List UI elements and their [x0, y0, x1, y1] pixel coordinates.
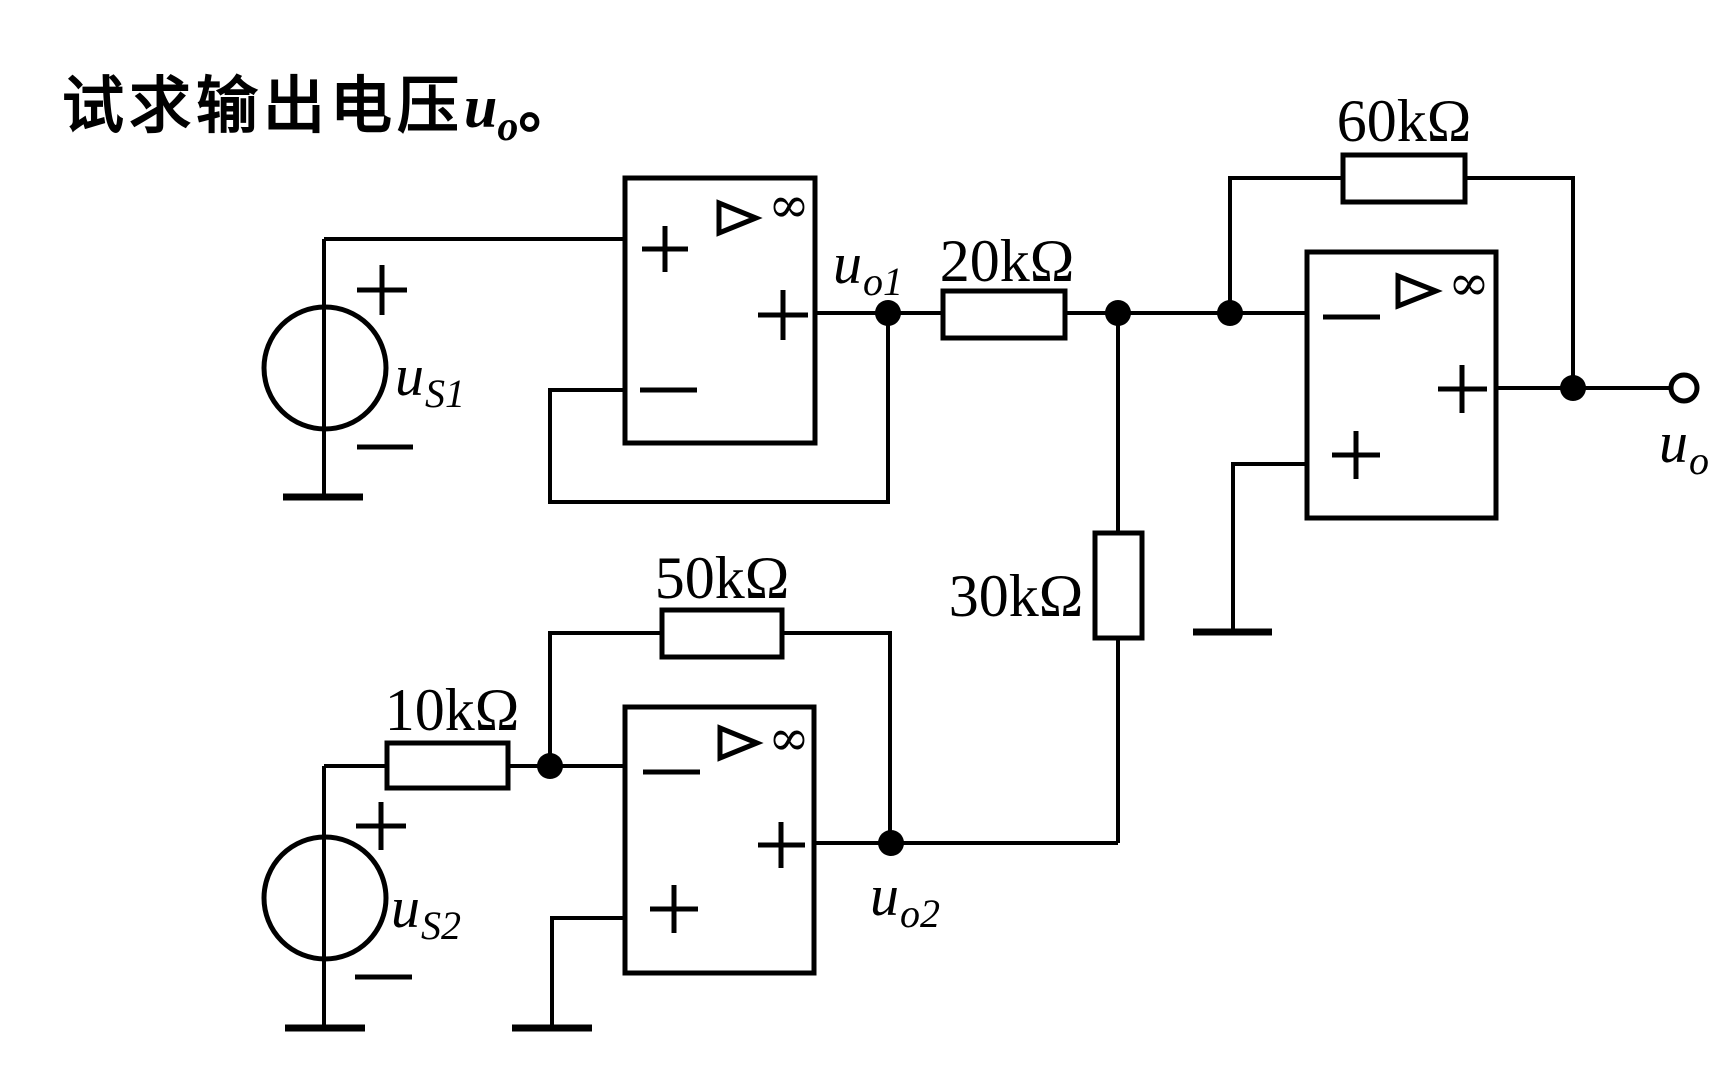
- opamp-3-triangle-icon: [717, 724, 764, 762]
- resistor-50k: [659, 607, 785, 660]
- source-us2-circle: [261, 834, 389, 962]
- opamp-1: ∞: [622, 175, 818, 446]
- source-us1: [261, 265, 413, 450]
- resistor-60k: [1340, 152, 1468, 205]
- opamp-3-output-plus: [758, 822, 805, 868]
- page-title: 试求输出电压uo。: [62, 74, 582, 149]
- opamp-3-body: [622, 704, 817, 976]
- wire-opamp1-feedback: [548, 313, 890, 504]
- title-text: 试求输出电压: [62, 72, 465, 141]
- label-uo2: uo2: [870, 863, 940, 936]
- opamp-3-infinity-gain: ∞: [768, 709, 810, 767]
- label-resistor-50k: 50kΩ: [654, 545, 790, 611]
- wire-opamp2-feedback: [1228, 176, 1575, 388]
- opamp-1-output-plus: [758, 290, 808, 340]
- node-output-feedback-dot: [1560, 375, 1586, 401]
- node-opamp3-inverting-dot: [537, 753, 563, 779]
- source-us2-plus-sign: [356, 802, 406, 850]
- wire-us2-to-10k: [322, 764, 387, 1028]
- title-period: 。: [518, 75, 582, 140]
- wire-us1-to-opamp1: [322, 237, 625, 497]
- resistor-20k: [940, 288, 1068, 341]
- label-resistor-30k: 30kΩ: [948, 563, 1084, 629]
- opamp-1-infinity-gain: ∞: [768, 176, 810, 234]
- title-variable: u: [464, 74, 498, 140]
- opamp-2: ∞: [1304, 249, 1499, 521]
- output-terminal: [1668, 372, 1700, 404]
- resistor-30k: [1092, 530, 1145, 641]
- opamp-3: ∞: [622, 704, 817, 976]
- source-us1-plus-sign: [357, 265, 407, 315]
- label-us2: uS2: [391, 875, 461, 948]
- node-uo1-dot: [875, 300, 901, 326]
- opamp-2-triangle-icon: [1395, 272, 1443, 310]
- label-uo1: uo1: [833, 231, 903, 304]
- opamp-1-body: [622, 175, 818, 446]
- node-uo2-dot: [878, 830, 904, 856]
- label-resistor-10k: 10kΩ: [384, 677, 520, 743]
- node-30k-top-dot: [1105, 300, 1131, 326]
- opamp-2-body: [1304, 249, 1499, 521]
- node-opamp2-inverting-dot: [1217, 300, 1243, 326]
- wire-opamp2-noninv-to-ground: [1231, 462, 1307, 632]
- label-us1: uS1: [395, 343, 465, 416]
- label-resistor-20k: 20kΩ: [939, 228, 1075, 294]
- wire-opamp3-feedback: [548, 631, 892, 843]
- source-us1-circle: [261, 304, 389, 432]
- wire-opamp3-noninv-to-ground: [550, 916, 627, 1028]
- title-variable-subscript: o: [497, 104, 519, 150]
- source-us2: [261, 802, 412, 980]
- opamp-1-noninverting-input-plus: [642, 226, 688, 272]
- opamp-3-noninverting-input-plus: [650, 885, 698, 933]
- opamp-2-noninverting-input-plus: [1332, 431, 1380, 479]
- label-uo: uo: [1659, 410, 1709, 483]
- opamp-1-triangle-icon: [716, 199, 763, 237]
- resistor-10k: [384, 740, 511, 791]
- opamp-2-infinity-gain: ∞: [1448, 254, 1490, 312]
- opamp-2-output-plus: [1438, 365, 1487, 413]
- label-resistor-60k: 60kΩ: [1336, 88, 1472, 154]
